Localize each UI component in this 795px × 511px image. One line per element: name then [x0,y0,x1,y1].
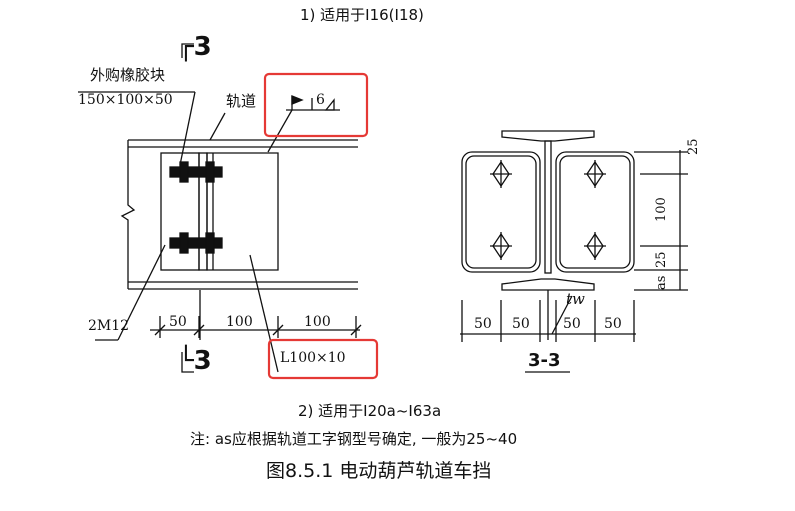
break-line [120,140,136,289]
bottom-caption: 2) 适用于I20a~I63a [298,402,442,420]
rubber-leader [179,91,196,166]
section-mark-bottom-symbol [181,352,194,373]
weld-size: 6 [316,92,325,108]
dim-50: 50 [169,314,187,330]
dim-tick-1 [154,324,166,336]
top-caption: 1) 适用于I16(I18) [300,6,424,24]
rail-label: 轨道 [226,92,257,110]
hdim-1: 50 [474,316,492,332]
weld-flag [291,95,304,105]
figure-title: 图8.5.1 电动葫芦轨道车挡 [266,460,492,482]
highlight-angle-label [267,338,379,380]
left-stopper-plate [461,151,541,273]
dim-100-a: 100 [226,314,253,330]
angle-steel [206,152,279,271]
hdim-2: 50 [512,316,530,332]
angle-leader [249,254,279,373]
bolt-label: 2M12 [88,318,130,334]
vdim-25-bottom: 25 [654,251,669,268]
right-stopper-plate [555,151,635,273]
vdim-25-top: 25 [686,138,701,155]
bolt-holes [490,160,606,260]
rubber-size: 150×100×50 [78,92,173,108]
dim-tick-3 [272,324,284,336]
i-beam-web [544,140,552,274]
dim-100-b: 100 [304,314,331,330]
highlight-weld-symbol [263,72,369,138]
rubber-label: 外购橡胶块 [90,66,166,84]
left-stopper-inner [465,155,537,269]
section-mark-top: ┌3 [178,32,212,62]
right-stopper-inner [559,155,631,269]
i-beam-top-flange [501,130,595,142]
left-elevation-view [78,43,362,373]
fillet-weld-triangle [324,98,335,111]
as-label: as [654,275,669,290]
dim-tick-2 [193,324,205,336]
bolt-leader [117,244,166,341]
i-beam-bottom-flange [501,278,595,291]
right-section-view [460,130,688,373]
note: 注: as应根据轨道工字钢型号确定, 一般为25~40 [190,430,518,448]
angle-label: L100×10 [280,350,346,366]
section-mark-top-symbol [181,43,194,58]
dim-tick-4 [350,324,362,336]
hdim-3: 50 [563,316,581,332]
section-title: 3-3 [528,350,561,371]
rail-leader [209,112,226,141]
section-mark-bottom: └3 [178,346,212,376]
bolt-upper [169,161,223,183]
bolt-lower [169,232,223,254]
vdim-100: 100 [654,197,669,222]
hdim-4: 50 [604,316,622,332]
weld-leader [267,109,293,153]
tw-leader [551,295,573,335]
tw-label: tw [566,290,585,308]
